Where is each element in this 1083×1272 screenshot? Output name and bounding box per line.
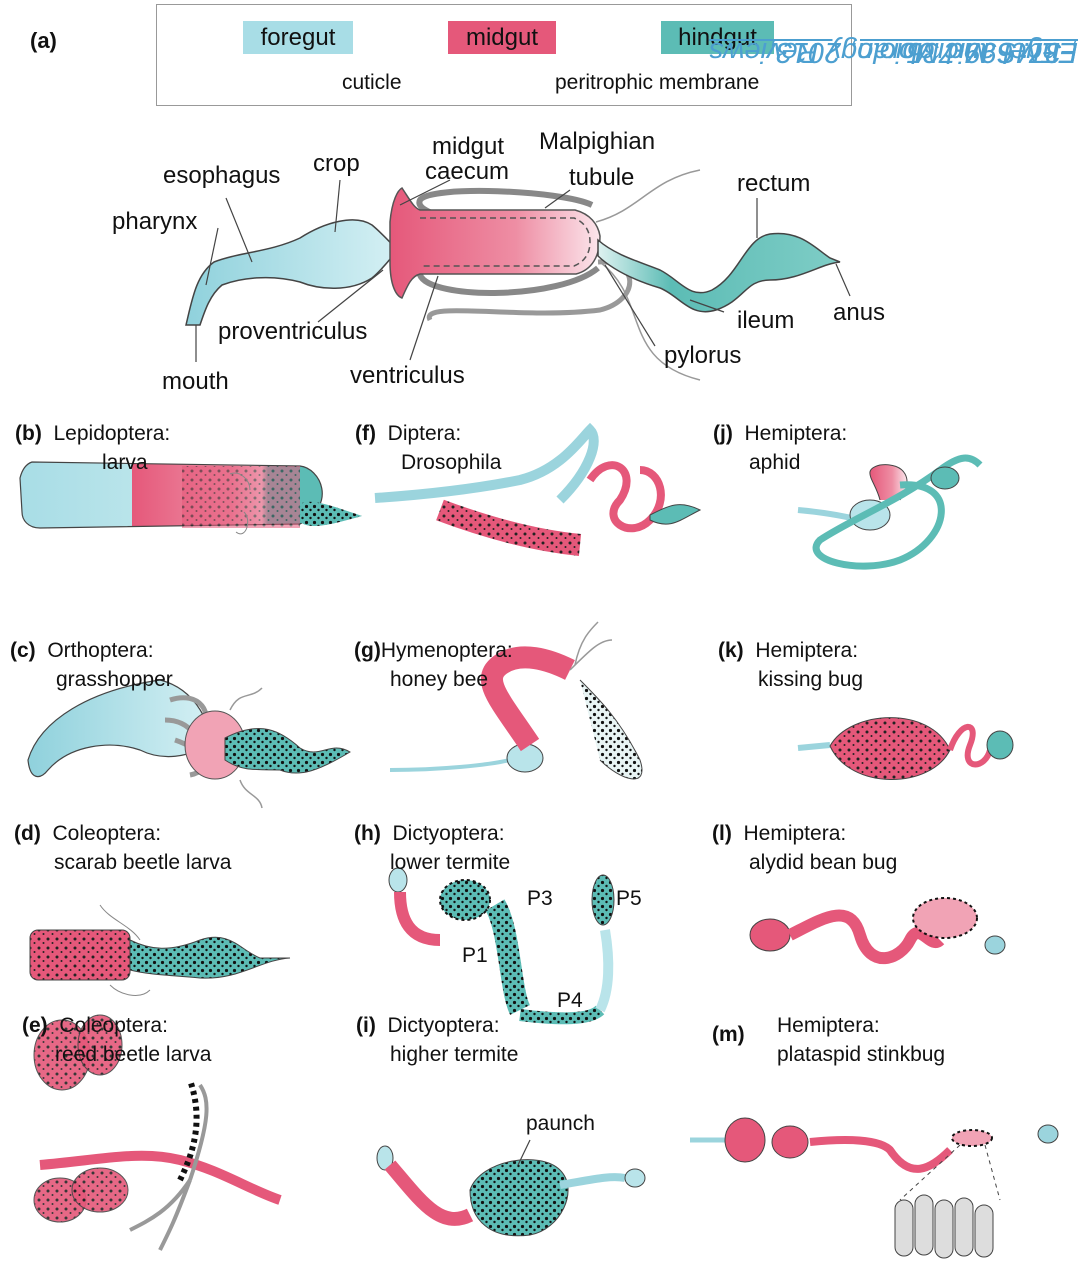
pylorus-label: pylorus [664,342,741,370]
panel-m-gut-drawing [690,1118,1058,1258]
ventriculus-label: ventriculus [350,362,465,390]
panel-a-gut-drawing [186,170,850,380]
panel-m-letter: (m) [712,1020,745,1049]
proventriculus-label: proventriculus [218,318,367,346]
panel-b-label: (b) Lepidoptera:larva [15,419,170,477]
legend-peritrophic-label: peritrophic membrane [555,71,759,95]
citation: Engel and Moran, 2013, FEMS Microbiology… [1048,38,1078,1268]
anus-label: anus [833,299,885,327]
panel-i-gut-drawing [377,1140,645,1236]
termite-p4-label: P4 [557,986,583,1015]
pharynx-label: pharynx [112,208,197,236]
panel-a-letter: (a) [30,28,57,54]
crop-label: crop [313,150,360,178]
termite-p1-label: P1 [462,941,488,970]
panel-h-label: (h) Dictyoptera:lower termite [354,819,510,877]
midgut-caecum-label-1: midgut [432,133,504,161]
rectum-label: rectum [737,170,810,198]
midgut-caecum-label-2: caecum [425,158,509,186]
paunch-label: paunch [526,1109,595,1138]
panel-c-gut-drawing [28,680,350,808]
citation-suffix: , 37: 699-735 [907,35,1078,68]
panel-d-gut-drawing [30,905,290,995]
panel-m-label: Hemiptera:plataspid stinkbug [777,1011,945,1069]
termite-p5-label: P5 [616,884,642,913]
malpighian-label-2: tubule [569,164,634,192]
mouth-label: mouth [162,368,229,396]
panel-k-gut-drawing [798,718,1013,780]
termite-p3-label: P3 [527,884,553,913]
panel-k-label: (k) Hemiptera:kissing bug [718,636,863,694]
panel-l-gut-drawing [750,898,1005,958]
panel-f-label: (f) Diptera:Drosophila [355,419,501,477]
legend-foregut: foregut [243,21,353,54]
ileum-label: ileum [737,307,794,335]
panel-j-label: (j) Hemiptera:aphid [713,419,847,477]
panel-i-label: (i) Dictyoptera:higher termite [356,1011,518,1069]
panel-g-label: (g)Hymenoptera:honey bee [354,636,513,694]
malpighian-label-1: Malpighian [539,128,655,156]
panel-d-label: (d) Coleoptera:scarab beetle larva [14,819,231,877]
panel-l-label: (l) Hemiptera:alydid bean bug [712,819,897,877]
panel-e-label: (e) Coleoptera:reed beetle larva [22,1011,211,1069]
legend-cuticle-label: cuticle [342,71,402,95]
legend-midgut: midgut [448,21,556,54]
panel-c-label: (c) Orthoptera:grasshopper [10,636,173,694]
esophagus-label: esophagus [163,162,280,190]
